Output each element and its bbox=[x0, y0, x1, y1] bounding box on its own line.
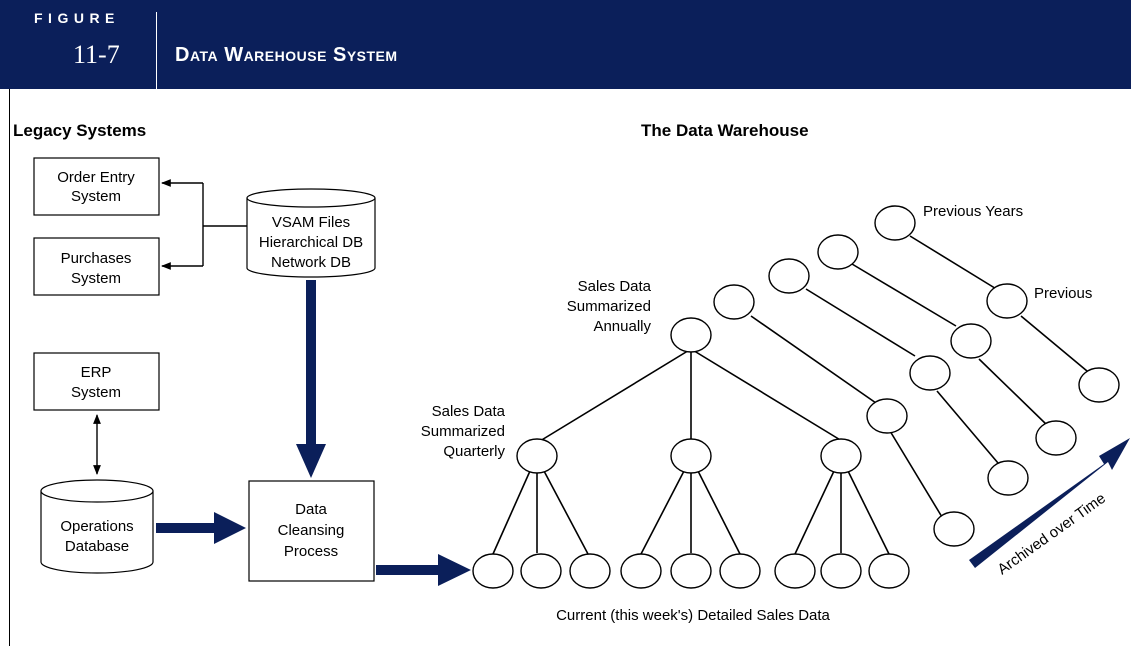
figure-label: FIGURE bbox=[34, 10, 120, 26]
detail-node-2 bbox=[520, 553, 562, 589]
detail-node-1 bbox=[472, 553, 514, 589]
left-margin-rule bbox=[9, 89, 10, 646]
cleansing-line3: Process bbox=[284, 543, 338, 560]
annual-node bbox=[670, 317, 712, 353]
cleansing-line1: Data bbox=[295, 501, 327, 518]
operations-line2: Database bbox=[65, 538, 129, 555]
erp-system-box: ERP System bbox=[33, 352, 160, 411]
quarter-node-2 bbox=[670, 438, 712, 474]
archive-node-2a bbox=[768, 258, 810, 294]
archive-node-3b bbox=[950, 323, 992, 359]
operations-to-cleansing-arrow bbox=[156, 512, 246, 544]
header-divider bbox=[156, 12, 157, 89]
annual-label-line3: Annually bbox=[593, 318, 651, 335]
archive-node-3c bbox=[1035, 420, 1077, 456]
archive-node-4b bbox=[986, 283, 1028, 319]
purchases-line1: Purchases bbox=[61, 250, 132, 267]
order-entry-line2: System bbox=[71, 188, 121, 205]
archive-node-3a bbox=[817, 234, 859, 270]
detail-node-6 bbox=[719, 553, 761, 589]
archive-node-4a bbox=[874, 205, 916, 241]
vsam-to-cleansing-arrow bbox=[296, 280, 326, 478]
erp-line2: System bbox=[71, 384, 121, 401]
detail-node-4 bbox=[620, 553, 662, 589]
data-cleansing-process-box: Data Cleansing Process bbox=[248, 480, 375, 582]
detail-data-label: Current (this week's) Detailed Sales Dat… bbox=[556, 607, 830, 624]
previous-label: Previous bbox=[1034, 285, 1092, 302]
cleansing-to-warehouse-arrow bbox=[376, 554, 471, 586]
purchases-line2: System bbox=[71, 270, 121, 287]
vsam-line3: Network DB bbox=[271, 254, 351, 271]
quarterly-label-line1: Sales Data bbox=[432, 403, 506, 420]
detail-node-5 bbox=[670, 553, 712, 589]
quarterly-label-line3: Quarterly bbox=[443, 443, 505, 460]
archived-over-time-arrow bbox=[969, 438, 1130, 568]
figure-number: 11-7 bbox=[73, 40, 120, 69]
order-entry-system-box: Order Entry System bbox=[33, 157, 160, 216]
operations-line1: Operations bbox=[60, 518, 133, 535]
archive-node-1a bbox=[713, 284, 755, 320]
warehouse-nodes bbox=[472, 205, 1120, 589]
legacy-bracket-connector bbox=[161, 179, 247, 270]
figure-header: FIGURE 11-7 Data Warehouse System bbox=[0, 0, 1131, 89]
quarterly-label-line2: Summarized bbox=[421, 423, 505, 440]
detail-node-3 bbox=[569, 553, 611, 589]
data-warehouse-heading: The Data Warehouse bbox=[641, 121, 809, 140]
cleansing-line2: Cleansing bbox=[278, 522, 345, 539]
vsam-files-cylinder: VSAM Files Hierarchical DB Network DB bbox=[246, 188, 376, 278]
warehouse-tree-lines bbox=[492, 235, 1088, 555]
order-entry-line1: Order Entry bbox=[57, 169, 135, 186]
legacy-systems-heading: Legacy Systems bbox=[13, 121, 147, 140]
purchases-system-box: Purchases System bbox=[33, 237, 160, 296]
annual-label-line2: Summarized bbox=[567, 298, 651, 315]
archive-node-4c bbox=[1078, 367, 1120, 403]
detail-node-7 bbox=[774, 553, 816, 589]
detail-node-8 bbox=[820, 553, 862, 589]
archive-node-1c bbox=[933, 511, 975, 547]
detail-node-9 bbox=[868, 553, 910, 589]
quarter-node-1 bbox=[516, 438, 558, 474]
previous-years-label: Previous Years bbox=[923, 203, 1023, 220]
operations-database-cylinder: Operations Database bbox=[40, 479, 154, 574]
vsam-line2: Hierarchical DB bbox=[259, 234, 363, 251]
erp-line1: ERP bbox=[81, 364, 112, 381]
quarter-node-3 bbox=[820, 438, 862, 474]
flow-arrows bbox=[156, 280, 1130, 586]
archive-node-2b bbox=[909, 355, 951, 391]
vsam-line1: VSAM Files bbox=[272, 214, 350, 231]
archive-node-1b bbox=[866, 398, 908, 434]
annual-label-line1: Sales Data bbox=[578, 278, 652, 295]
archive-node-2c bbox=[987, 460, 1029, 496]
figure-title: Data Warehouse System bbox=[175, 44, 398, 66]
